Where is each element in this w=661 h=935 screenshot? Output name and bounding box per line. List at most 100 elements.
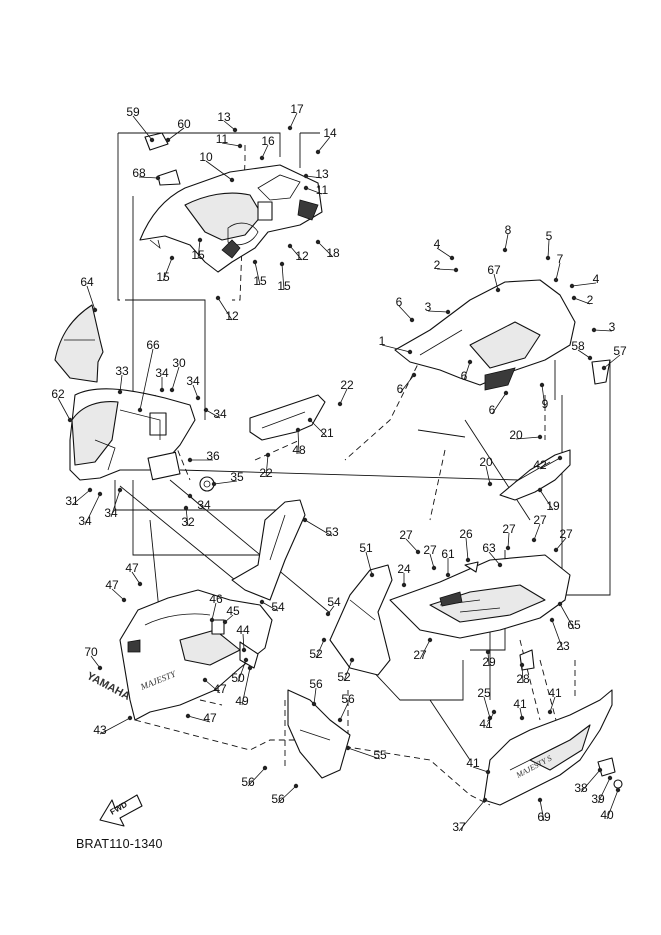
fastener-mark [203, 407, 209, 413]
callout-number: 66 [146, 338, 160, 352]
yamaha-decal-text: YAMAHA [85, 670, 132, 703]
fastener-mark [315, 239, 321, 245]
leader-line-15 [162, 257, 173, 282]
callout-number: 64 [80, 275, 94, 289]
callout-number: 34 [186, 374, 200, 388]
fastener-mark [211, 481, 217, 487]
leader-line-2 [436, 268, 457, 271]
fastener-mark [262, 765, 268, 771]
leader-line-57 [603, 354, 621, 369]
callout-number: 41 [548, 686, 562, 700]
fastener-mark [411, 372, 417, 378]
callout-number: 57 [613, 344, 627, 358]
callout-number: 6 [489, 403, 496, 417]
fastener-mark [505, 545, 511, 551]
callout-leaders [57, 112, 621, 832]
leader-line-50 [237, 659, 247, 683]
leader-line-56 [247, 767, 266, 787]
callout-number: 7 [557, 252, 564, 266]
leader-line-67 [493, 273, 499, 291]
leader-line-6 [463, 361, 471, 381]
leader-line-11 [221, 142, 241, 147]
leader-line-48 [297, 429, 300, 455]
fastener-mark [229, 177, 235, 183]
callout-number: 15 [253, 274, 267, 288]
fastener-mark [571, 295, 577, 301]
leader-line-64 [86, 285, 96, 311]
callout-number: 13 [217, 110, 231, 124]
fastener-mark [87, 487, 93, 493]
leader-line-70 [90, 655, 101, 669]
leader-line-43 [99, 717, 131, 735]
callout-number: 27 [423, 543, 437, 557]
fastener-mark [497, 562, 503, 568]
callout-number: 43 [93, 723, 107, 737]
fastener-mark [337, 717, 343, 723]
leader-line-58 [577, 349, 591, 359]
callout-number: 3 [609, 320, 616, 334]
fastener-mark [349, 657, 355, 663]
fastener-mark [401, 582, 407, 588]
leader-line-26 [465, 537, 469, 561]
callout-number: 16 [261, 134, 275, 148]
fastener-mark [92, 307, 98, 313]
fastener-mark [252, 259, 258, 265]
leader-line-47 [131, 571, 141, 585]
fastener-mark [303, 185, 309, 191]
fastener-mark [549, 617, 555, 623]
callout-number: 38 [574, 781, 588, 795]
leader-line-3 [593, 329, 613, 332]
fastener-mark [149, 137, 155, 143]
rear-upper-cover [394, 279, 611, 391]
callout-number: 4 [434, 237, 441, 251]
fastener-mark [195, 395, 201, 401]
fastener-mark [545, 255, 551, 261]
fastener-mark [482, 797, 488, 803]
callout-number: 17 [290, 102, 304, 116]
callout-number: 47 [105, 578, 119, 592]
leader-line-34 [189, 495, 205, 510]
leader-line-34 [205, 409, 221, 419]
leader-line-42 [539, 457, 561, 470]
leader-line-56 [277, 785, 297, 804]
callout-number: 41 [479, 717, 493, 731]
leader-line-13 [223, 120, 236, 131]
callout-number: 34 [213, 407, 227, 421]
fastener-mark [117, 487, 123, 493]
callout-number: 62 [51, 387, 65, 401]
fastener-mark [431, 565, 437, 571]
callout-number: 51 [359, 541, 373, 555]
fastener-mark [127, 715, 133, 721]
fastener-mark [302, 517, 308, 523]
mirror-cover [144, 132, 169, 151]
fastener-mark [587, 355, 593, 361]
fastener-mark [237, 143, 243, 149]
leader-line-6 [491, 392, 507, 415]
callout-number: 2 [434, 258, 441, 272]
callout-number: 27 [399, 528, 413, 542]
fastener-mark [503, 390, 509, 396]
leader-line-55 [347, 747, 381, 760]
callout-number: 56 [309, 677, 323, 691]
side-cover-53 [231, 499, 306, 601]
callout-number: 29 [482, 655, 496, 669]
fastener-mark [197, 237, 203, 243]
callout-number: 50 [231, 671, 245, 685]
callout-number: 48 [292, 443, 306, 457]
fastener-mark [321, 637, 327, 643]
callout-number: 60 [177, 117, 191, 131]
leader-line-22 [339, 388, 348, 405]
leader-line-4 [436, 247, 453, 259]
fastener-mark [407, 349, 413, 355]
leader-line-53 [304, 519, 333, 537]
callout-number: 47 [203, 711, 217, 725]
leader-line-52 [343, 659, 353, 682]
leader-line-6 [399, 374, 415, 394]
leader-line-52 [315, 639, 325, 659]
fastener-mark [287, 125, 293, 131]
fastener-mark [165, 137, 171, 143]
fastener-mark [485, 649, 491, 655]
fastener-mark [137, 581, 143, 587]
fastener-mark [215, 295, 221, 301]
fastener-mark [485, 769, 491, 775]
